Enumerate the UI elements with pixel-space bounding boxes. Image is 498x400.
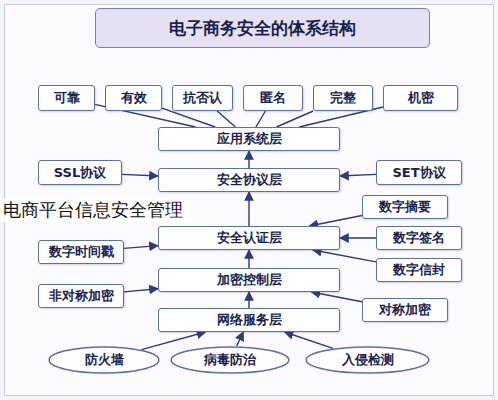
- layer-box: 数字签名: [376, 226, 462, 250]
- node-label: 数字签名: [393, 229, 445, 247]
- layer-box: 对称加密: [362, 298, 448, 322]
- connector-arrow: [248, 250, 249, 268]
- connector-arrow: [217, 111, 235, 127]
- connector-arrow: [340, 174, 376, 176]
- node-label: 非对称加密: [49, 287, 114, 305]
- layer-box: 网络服务层: [158, 308, 340, 332]
- layer-box: 数字摘要: [362, 195, 448, 219]
- connector-arrow: [285, 332, 333, 348]
- connector-arrow: [124, 246, 158, 249]
- layer-box: 安全认证层: [158, 226, 340, 250]
- layer-box: 数字时间戳: [38, 240, 124, 264]
- node-label: 加密控制层: [217, 271, 282, 289]
- title-box: 电子商务安全的体系结构: [95, 8, 430, 48]
- layer-box: SSL协议: [38, 160, 122, 185]
- layer-box: 有效: [105, 85, 162, 111]
- connector-arrow: [142, 332, 206, 350]
- node-label: 数字信封: [393, 261, 445, 279]
- title-text: 电子商务安全的体系结构: [169, 17, 356, 40]
- node-label: 网络服务层: [217, 311, 282, 329]
- connector-arrow: [237, 332, 244, 346]
- layer-box: 完整: [313, 85, 373, 111]
- layer-box: 机密: [383, 85, 458, 111]
- layer-box: SET协议: [376, 160, 462, 185]
- layer-box: 匿名: [243, 85, 303, 111]
- node-label: 机密: [408, 89, 434, 107]
- connector-arrow: [248, 192, 249, 226]
- node-label: 病毒防治: [204, 351, 256, 369]
- connector-arrow: [340, 237, 376, 238]
- ellipse-node: 防火墙: [48, 346, 160, 374]
- layer-box: 抗否认: [172, 85, 233, 111]
- layer-box: 安全协议层: [158, 168, 340, 192]
- node-label: 防火墙: [85, 351, 124, 369]
- ellipse-node: 入侵检测: [305, 346, 430, 374]
- node-label: 完整: [330, 89, 356, 107]
- connector-arrow: [309, 216, 362, 227]
- connector-arrow: [122, 174, 158, 176]
- layer-box: 可靠: [38, 85, 95, 111]
- connector-arrow: [248, 292, 249, 308]
- caption-patch: 电商平台信息安全管理: [0, 198, 191, 222]
- layer-box: 数字信封: [376, 258, 462, 282]
- connector-arrow: [311, 292, 362, 302]
- ellipse-node: 病毒防治: [170, 346, 290, 374]
- node-label: 对称加密: [379, 301, 431, 319]
- node-label: 数字摘要: [379, 198, 431, 216]
- layer-box: 非对称加密: [38, 284, 124, 308]
- layer-box: 加密控制层: [158, 268, 340, 292]
- node-label: 入侵检测: [342, 351, 394, 369]
- connector-arrow: [313, 250, 376, 262]
- node-label: 安全协议层: [217, 171, 282, 189]
- node-label: SSL协议: [54, 164, 106, 182]
- node-label: 匿名: [260, 89, 286, 107]
- node-label: 可靠: [54, 89, 80, 107]
- connector-arrow: [124, 289, 158, 292]
- node-label: 安全认证层: [217, 229, 282, 247]
- connector-arrow: [248, 151, 249, 168]
- node-label: 应用系统层: [217, 130, 282, 148]
- overlay-caption: 电商平台信息安全管理: [3, 198, 183, 222]
- node-label: 有效: [121, 89, 147, 107]
- node-label: 抗否认: [183, 89, 222, 107]
- connector-arrow: [256, 111, 265, 127]
- node-label: SET协议: [392, 164, 445, 182]
- layer-box: 应用系统层: [158, 127, 340, 151]
- node-label: 数字时间戳: [49, 243, 114, 261]
